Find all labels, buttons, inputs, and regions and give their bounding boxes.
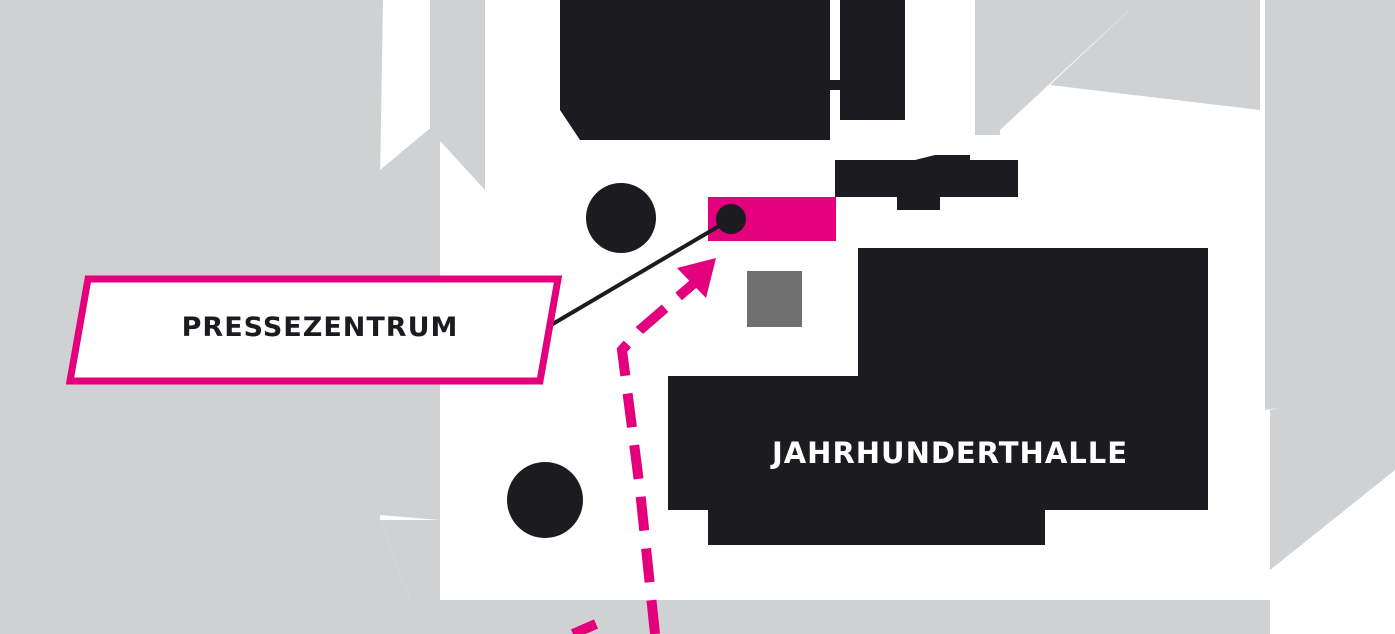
round-building-lower — [507, 462, 583, 538]
building-top-connector — [828, 80, 848, 90]
path-bottom-left — [380, 520, 440, 600]
secondary-building — [747, 271, 802, 327]
jahrhunderthalle-building[interactable] — [668, 248, 1208, 545]
route-arrow-head — [677, 258, 716, 298]
ground-area-lower — [380, 520, 1270, 600]
building-cross — [835, 155, 1018, 210]
path-right-diagonal — [1265, 0, 1395, 410]
jahrhunderthalle-label: JAHRHUNDERTHALLE — [771, 436, 1129, 470]
press-center-pointer-line — [549, 217, 733, 327]
building-top-narrow — [840, 0, 905, 120]
press-center-label: PRESSEZENTRUM — [181, 312, 459, 343]
route-dashed-line-lower — [571, 619, 598, 634]
press-center-label-box[interactable] — [65, 275, 563, 385]
path-top-right-block — [995, 0, 1140, 130]
round-building-upper — [586, 183, 656, 253]
path-top-right-tri — [975, 0, 1000, 135]
building-top-left — [560, 0, 830, 140]
route-dashed-line — [616, 274, 704, 634]
path-top-right-wedge — [1050, 0, 1260, 110]
path-left-vertical — [430, 0, 485, 190]
